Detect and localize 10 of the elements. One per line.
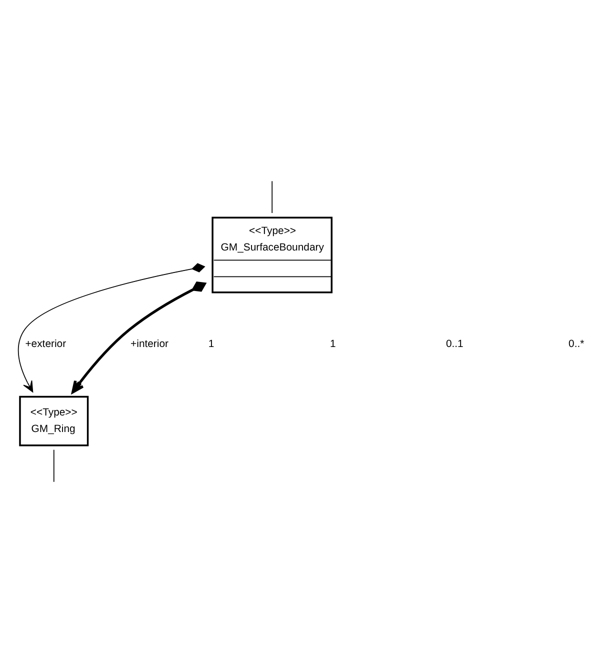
edge-label: +exterior xyxy=(25,339,66,350)
arrow xyxy=(18,263,206,392)
label: 1 xyxy=(330,339,336,350)
label: 0..* xyxy=(568,339,584,350)
label: 1 xyxy=(208,339,214,350)
arrow xyxy=(72,282,207,394)
label: 0..1 xyxy=(446,339,464,350)
connector xyxy=(272,180,273,214)
edge-label: +interior xyxy=(130,339,168,350)
connector xyxy=(53,449,54,482)
